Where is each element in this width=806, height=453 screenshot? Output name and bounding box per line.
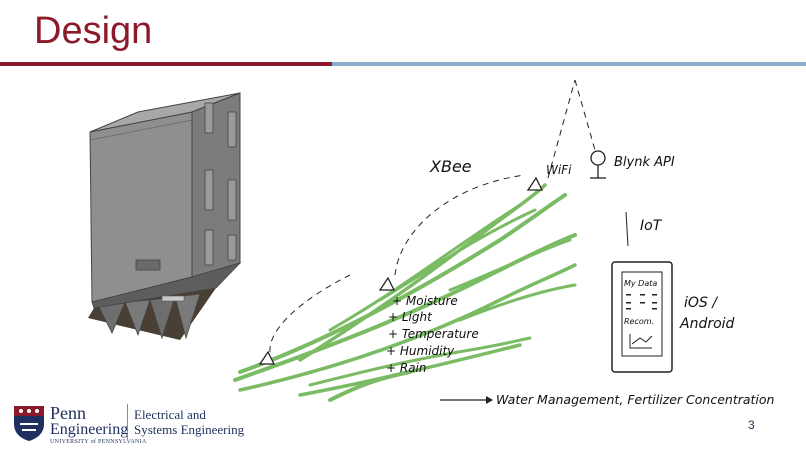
grass-stroke xyxy=(458,283,577,322)
sensor-item-light: + Light xyxy=(388,310,433,324)
blynk-api-label: Blynk API xyxy=(614,155,675,170)
phone-graph-icon xyxy=(629,334,653,349)
sensor-nodes xyxy=(258,176,544,365)
enclosure-vent xyxy=(135,259,161,271)
sensor-item-humidity: + Humidity xyxy=(386,344,455,358)
penn-engineering-logo: Penn Engineering UNIVERSITY of PENNSYLVA… xyxy=(50,403,147,446)
enclosure-tab xyxy=(204,169,214,211)
grass-stroke xyxy=(328,370,412,402)
phone-my-data: My Data xyxy=(624,279,657,288)
slide-title: Design xyxy=(34,10,153,52)
department-line-2: Systems Engineering xyxy=(134,422,245,437)
title-rule-red xyxy=(0,62,332,66)
grass-stroke xyxy=(378,208,537,302)
phone-data-dots xyxy=(626,294,657,310)
footer-divider xyxy=(127,404,128,440)
sensor-enclosure-render xyxy=(88,92,242,340)
enclosure-tab xyxy=(227,179,237,221)
enclosure-tab xyxy=(204,229,214,266)
enclosure-edge xyxy=(89,119,193,141)
sensor-item-moisture: + Moisture xyxy=(392,294,458,308)
logo-word-engineering: Engineering xyxy=(50,421,129,438)
blynk-api-icon xyxy=(590,150,606,179)
sensor-node-icon xyxy=(378,276,396,291)
iot-stroke xyxy=(625,211,629,247)
wifi-link-2 xyxy=(574,79,596,151)
iot-label: IoT xyxy=(640,218,663,234)
enclosure-tooth xyxy=(174,293,201,340)
grass-stroke xyxy=(238,193,567,374)
xbee-link-2 xyxy=(394,174,526,276)
grass-stroke xyxy=(448,238,572,292)
title-rule-blue xyxy=(332,62,806,66)
platform-label-line2: Android xyxy=(679,316,735,332)
enclosure-tab xyxy=(227,111,237,148)
sensor-item-rain: + Rain xyxy=(386,361,427,375)
logo-word-penn: Penn xyxy=(50,403,86,423)
penn-shield-icon xyxy=(14,406,44,441)
enclosure-front xyxy=(89,111,193,303)
sensor-node-icon xyxy=(258,350,276,365)
grass-field xyxy=(233,183,577,402)
enclosure-bottom xyxy=(91,262,242,309)
phone-sketch: My Data Recom. xyxy=(611,261,673,373)
page-number: 3 xyxy=(748,418,755,432)
enclosure-tab xyxy=(204,102,214,134)
wifi-label: WiFi xyxy=(546,163,572,177)
sensor-list: + Moisture + Light + Temperature + Humid… xyxy=(386,294,479,375)
sensor-node-icon xyxy=(526,176,544,191)
department-name: Electrical and Systems Engineering xyxy=(134,407,244,437)
phone-recom: Recom. xyxy=(624,317,654,326)
logo-word-university: UNIVERSITY of PENNSYLVANIA xyxy=(50,439,147,445)
grass-stroke xyxy=(298,343,522,397)
enclosure-slot xyxy=(161,295,185,302)
department-line-1: Electrical and xyxy=(134,407,206,422)
xbee-label: XBee xyxy=(429,157,472,176)
sensor-item-temperature: + Temperature xyxy=(388,327,479,341)
xbee-links xyxy=(269,79,596,353)
grass-stroke xyxy=(308,336,532,387)
outcome-label: Water Management, Fertilizer Concentrati… xyxy=(496,392,775,407)
platform-label-line1: iOS / xyxy=(684,295,718,311)
wifi-link-1 xyxy=(547,79,576,179)
grass-stroke xyxy=(328,203,522,332)
phone-outline xyxy=(611,261,673,373)
outcome-arrow xyxy=(440,396,493,404)
enclosure-tab xyxy=(227,234,237,261)
phone-screen xyxy=(621,271,663,357)
